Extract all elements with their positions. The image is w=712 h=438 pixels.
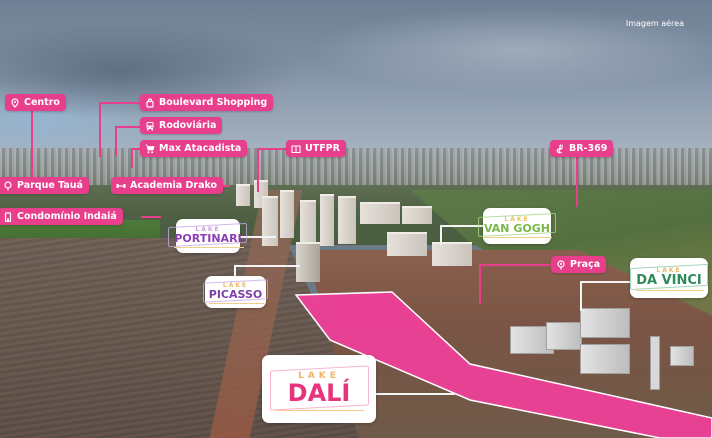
tree-icon: [4, 180, 12, 190]
logo-lake-portinari: LAKE PORTINARI: [168, 225, 247, 248]
connector-davinci: [580, 281, 630, 283]
silo: [650, 336, 660, 390]
connector-praca: [479, 264, 481, 304]
logo-prefix: LAKE: [656, 267, 682, 275]
logo-name: PICASSO: [208, 288, 263, 302]
connector-vangogh: [440, 225, 442, 245]
callout-label: Parque Tauá: [17, 180, 83, 191]
connector-rodoviaria: [115, 126, 140, 128]
project-card-portinari[interactable]: LAKE PORTINARI: [174, 219, 244, 253]
connector-boulevard: [99, 102, 101, 157]
building-icon: [4, 211, 12, 222]
construction-blocks: [500, 300, 700, 400]
tower: [360, 202, 400, 224]
block: [580, 308, 630, 338]
callout-rodoviaria[interactable]: Rodoviária: [140, 117, 223, 134]
project-card-van-gogh[interactable]: LAKE VAN GOGH: [483, 208, 552, 244]
tower: [320, 194, 334, 246]
connector-condominio: [141, 216, 161, 218]
callout-label: Praça: [570, 259, 601, 270]
project-card-da-vinci[interactable]: LAKE DA VINCI: [630, 258, 708, 298]
callout-praca[interactable]: Praça: [551, 256, 607, 273]
road-icon: [556, 143, 564, 154]
callout-label: BR-369: [569, 143, 608, 154]
project-card-picasso[interactable]: LAKE PICASSO: [205, 276, 266, 308]
logo-lake-picasso: LAKE PICASSO: [203, 281, 268, 304]
tower: [402, 206, 432, 224]
callout-label: UTFPR: [305, 143, 340, 154]
shopping-bag-icon: [146, 97, 154, 108]
sky: [0, 0, 712, 160]
tower: [236, 184, 250, 206]
connector-portinari: [240, 236, 276, 238]
tower: [280, 190, 294, 238]
logo-lake-dali: LAKE DALÍ: [270, 368, 369, 412]
connector-utfpr: [257, 148, 287, 150]
callout-label: Academia Drako: [130, 180, 218, 191]
callout-label: Centro: [24, 97, 60, 108]
logo-prefix: LAKE: [504, 216, 530, 224]
dumbbell-icon: [116, 183, 126, 188]
book-icon: [291, 144, 301, 153]
shopping-cart-icon: [145, 144, 155, 153]
connector-praca: [479, 264, 551, 266]
block: [546, 322, 582, 350]
tower: [296, 242, 320, 282]
bus-icon: [146, 121, 154, 130]
callout-max-atacadista[interactable]: Max Atacadista: [140, 140, 248, 157]
logo-prefix: LAKE: [298, 370, 340, 381]
callout-label: Rodoviária: [159, 120, 217, 131]
callout-label: Max Atacadista: [159, 143, 242, 154]
connector-vangogh: [440, 225, 484, 227]
logo-prefix: LAKE: [222, 282, 249, 290]
callout-academia-drako[interactable]: Academia Drako: [111, 177, 224, 194]
logo-prefix: LAKE: [195, 226, 221, 234]
tower: [387, 232, 427, 256]
connector-davinci: [580, 281, 582, 311]
logo-lake-da-vinci: LAKE DA VINCI: [630, 266, 708, 291]
block: [670, 346, 694, 366]
callout-label: Condomínio Indaiá: [17, 211, 117, 222]
callout-label: Boulevard Shopping: [159, 97, 268, 108]
aerial-image-caption: Imagem aérea: [625, 19, 684, 28]
logo-name: PORTINARI: [174, 232, 242, 246]
project-card-dali[interactable]: LAKE DALÍ: [262, 355, 376, 423]
tower: [338, 196, 356, 244]
connector-max: [131, 148, 141, 150]
callout-boulevard-shopping[interactable]: Boulevard Shopping: [140, 94, 274, 111]
callout-parque-taua[interactable]: Parque Tauá: [0, 177, 89, 194]
block: [580, 344, 630, 374]
tower: [262, 196, 278, 246]
connector-rodoviaria: [115, 126, 117, 156]
callout-centro[interactable]: Centro: [5, 94, 66, 111]
map-pin-icon: [11, 97, 19, 108]
callout-utfpr[interactable]: UTFPR: [286, 140, 346, 157]
callout-condominio-indaia[interactable]: Condomínio Indaiá: [0, 208, 123, 225]
connector-max: [131, 148, 133, 168]
connector-br369: [576, 155, 578, 207]
connector-picasso: [234, 265, 236, 279]
connector-dali: [375, 393, 455, 395]
logo-lake-van-gogh: LAKE VAN GOGH: [478, 215, 556, 238]
logo-name: DA VINCI: [636, 273, 702, 289]
connector-utfpr: [257, 148, 259, 192]
connector-picasso: [234, 265, 300, 267]
tree-icon: [557, 259, 565, 269]
logo-name: VAN GOGH: [484, 222, 550, 236]
callout-br-369[interactable]: BR-369: [550, 140, 614, 157]
connector-boulevard: [99, 102, 141, 104]
tower: [432, 242, 472, 266]
residential-towers: [232, 176, 482, 286]
connector-centro: [31, 111, 33, 181]
logo-name: DALÍ: [287, 378, 351, 407]
